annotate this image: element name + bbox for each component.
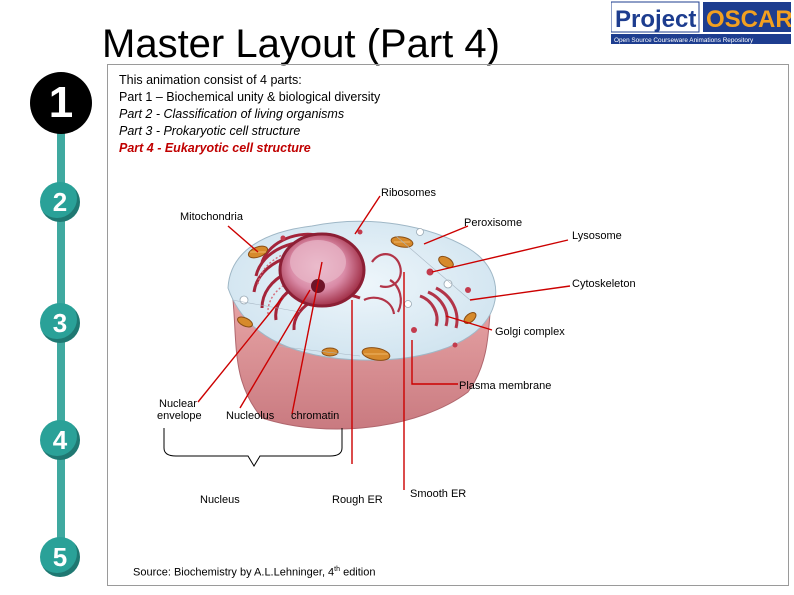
pointer-peroxisome [423, 225, 469, 245]
label-nucleus: Nucleus [200, 494, 240, 506]
source-text: Source: Biochemistry by A.L.Lehninger, 4 [133, 566, 335, 579]
pointer-ribosomes [354, 195, 381, 235]
label-plasma-membrane: Plasma membrane [459, 380, 552, 392]
logo-word-oscar: OSCAR [706, 6, 791, 33]
label-nucleolus: Nucleolus [226, 410, 275, 422]
pointer-golgi [445, 315, 493, 331]
label-mitochondria: Mitochondria [180, 211, 243, 223]
label-ribosomes: Ribosomes [381, 187, 437, 199]
content-frame [107, 64, 789, 586]
source-sup: th [334, 566, 341, 573]
pointer-nucleolus [239, 289, 311, 409]
pointer-lines [197, 195, 571, 490]
golgi-complex [419, 286, 459, 329]
step-2-button[interactable]: 2 [40, 182, 80, 222]
label-nuclear-envelope-line1: Nuclear [159, 398, 197, 410]
mitochondria [237, 236, 477, 361]
step-2-label: 2 [52, 186, 68, 217]
intro-line-4-current: Part 4 - Eukaryotic cell structure [119, 141, 311, 155]
intro-line-2: Part 2 - Classification of living organi… [119, 107, 345, 121]
nucleus-brace [163, 428, 343, 467]
nucleolus [311, 279, 325, 293]
pointer-lysosome [431, 239, 569, 273]
label-rough-er: Rough ER [332, 494, 383, 506]
step-3-button[interactable]: 3 [40, 303, 80, 343]
project-oscar-logo: Project OSCAR Open Source Courseware Ani… [611, 0, 791, 45]
peroxisomes [239, 228, 453, 308]
cytoskeleton [231, 235, 471, 357]
step-1-label: 1 [48, 78, 74, 127]
intro-line-3: Part 3 - Prokaryotic cell structure [119, 124, 301, 138]
label-peroxisome: Peroxisome [464, 217, 523, 229]
step-4-button[interactable]: 4 [40, 420, 80, 460]
pointer-mitochondria [227, 225, 259, 253]
label-nuclear-envelope: Nuclear envelope [157, 398, 202, 422]
step-4-label: 4 [52, 424, 68, 455]
logo-word-project: Project [615, 6, 696, 33]
intro-line-1: Part 1 – Biochemical unity & biological … [119, 90, 381, 104]
source-citation: Source: Biochemistry by A.L.Lehninger, 4… [133, 566, 376, 579]
smooth-er [363, 253, 402, 315]
lysosomes [280, 229, 471, 348]
step-3-label: 3 [52, 307, 68, 338]
pointer-cytoskeleton [469, 285, 571, 301]
step-1-button[interactable]: 1 [30, 72, 92, 134]
label-nuclear-envelope-line2: envelope [157, 410, 202, 422]
label-cytoskeleton: Cytoskeleton [572, 278, 636, 290]
label-lysosome: Lysosome [572, 230, 622, 242]
pointer-chromatin [291, 261, 323, 415]
label-golgi-complex: Golgi complex [495, 326, 565, 338]
intro-text: This animation consist of 4 parts: Part … [119, 72, 380, 157]
label-chromatin: chromatin [291, 410, 340, 422]
label-smooth-er: Smooth ER [410, 488, 467, 500]
pointer-plasma-membrane [411, 340, 458, 385]
step-5-label: 5 [52, 541, 68, 572]
intro-line-0: This animation consist of 4 parts: [119, 73, 302, 87]
step-5-button[interactable]: 5 [40, 537, 80, 577]
page-title: Master Layout (Part 4) [102, 22, 500, 66]
logo-tagline: Open Source Courseware Animations Reposi… [614, 37, 754, 44]
source-suffix: edition [340, 566, 376, 579]
pointer-nuclear-envelope [197, 297, 283, 403]
